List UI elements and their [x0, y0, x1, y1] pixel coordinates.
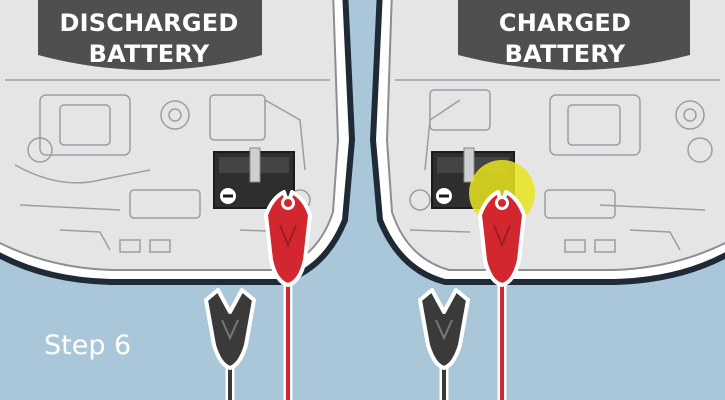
right-car [369, 0, 725, 285]
step-label: Step 6 [44, 330, 132, 361]
right-title-line2: BATTERY [504, 40, 626, 68]
left-black-clamp [204, 288, 256, 400]
left-title-line2: BATTERY [88, 40, 210, 68]
right-title-line1: CHARGED [498, 9, 632, 37]
right-black-clamp [418, 288, 470, 400]
left-panel-title: DISCHARGED BATTERY [30, 8, 268, 70]
left-red-clamp [264, 190, 312, 400]
left-car [0, 0, 356, 285]
left-title-line1: DISCHARGED [59, 9, 239, 37]
right-panel-title: CHARGED BATTERY [450, 8, 680, 70]
right-red-clamp [478, 190, 526, 400]
